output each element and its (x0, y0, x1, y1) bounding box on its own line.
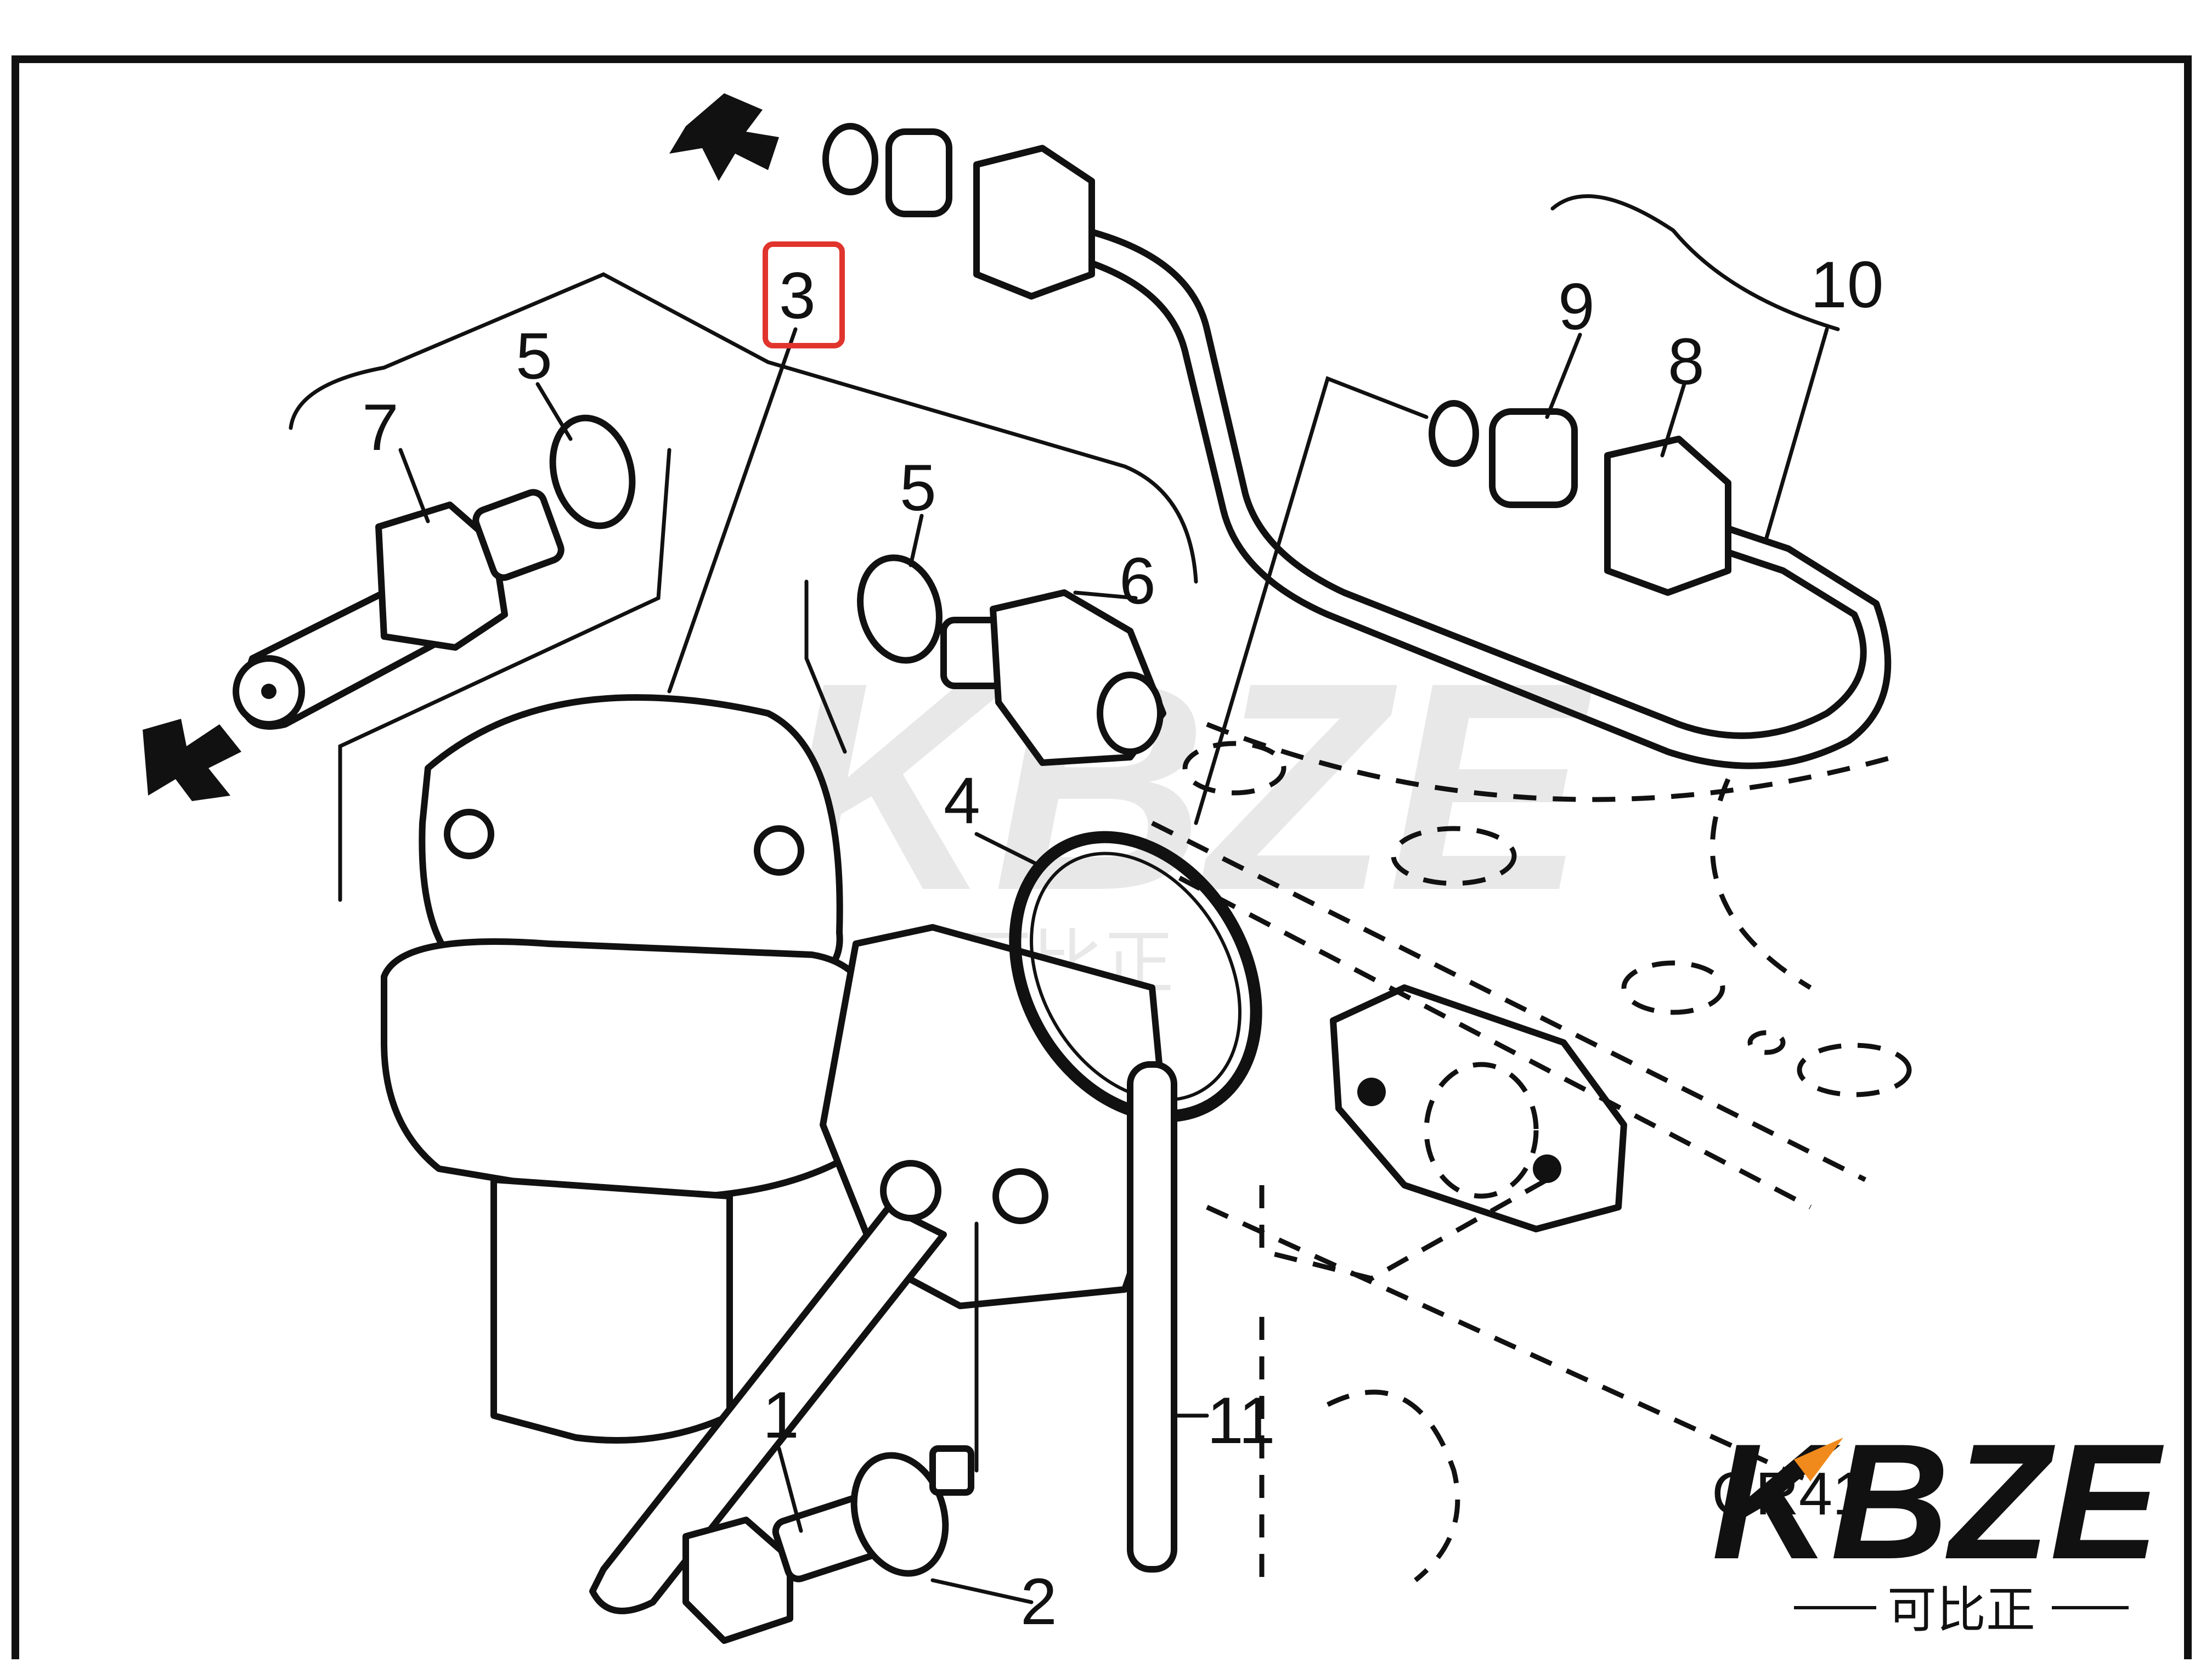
callout-5-left[interactable]: 5 (516, 319, 552, 393)
logo-subtitle: 可比正 (1887, 1581, 2035, 1639)
callout-3-highlight (763, 241, 845, 348)
engine-block-outline (1150, 722, 1912, 1591)
svg-text:KBZE: KBZE (779, 621, 1596, 952)
outlet-fitting (857, 554, 1166, 766)
logo-wordmark: KBZE (1712, 1409, 2165, 1593)
callout-1[interactable]: 1 (763, 1378, 799, 1452)
callout-5-right[interactable]: 5 (900, 451, 936, 525)
pushrod (1127, 1061, 1177, 1573)
fuel-pump-body (381, 694, 1172, 1614)
callout-6[interactable]: 6 (1119, 544, 1156, 618)
bolt-and-washer (682, 1445, 974, 1644)
kbze-logo: KBZE 可比正 (1712, 1409, 2165, 1639)
callout-2[interactable]: 2 (1020, 1565, 1057, 1638)
logo-accent (1794, 1438, 1843, 1481)
pipe-top-fitting (669, 93, 1095, 300)
callout-9[interactable]: 9 (1558, 270, 1595, 343)
diagram-frame (12, 55, 2192, 1662)
callout-3[interactable]: 3 (779, 259, 816, 333)
callout-11[interactable]: 11 (1207, 1384, 1276, 1457)
grouping-brackets (289, 194, 1840, 902)
gasket-ring (1009, 831, 1262, 1123)
pipe-right-fitting (1429, 400, 1731, 596)
reference-code: CR41 (1712, 1460, 1866, 1528)
mounting-flange (1259, 984, 1627, 1281)
callout-7[interactable]: 7 (362, 391, 399, 464)
callout-10[interactable]: 10 (1810, 248, 1883, 322)
leader-lines (398, 333, 1686, 1604)
callout-4[interactable]: 4 (944, 764, 980, 837)
fuel-pipe (1072, 227, 1892, 769)
inlet-fitting (143, 414, 636, 801)
callout-labels: 1 2 3 4 5 5 6 7 8 9 10 11 (362, 248, 1883, 1638)
callout-8[interactable]: 8 (1668, 325, 1705, 398)
